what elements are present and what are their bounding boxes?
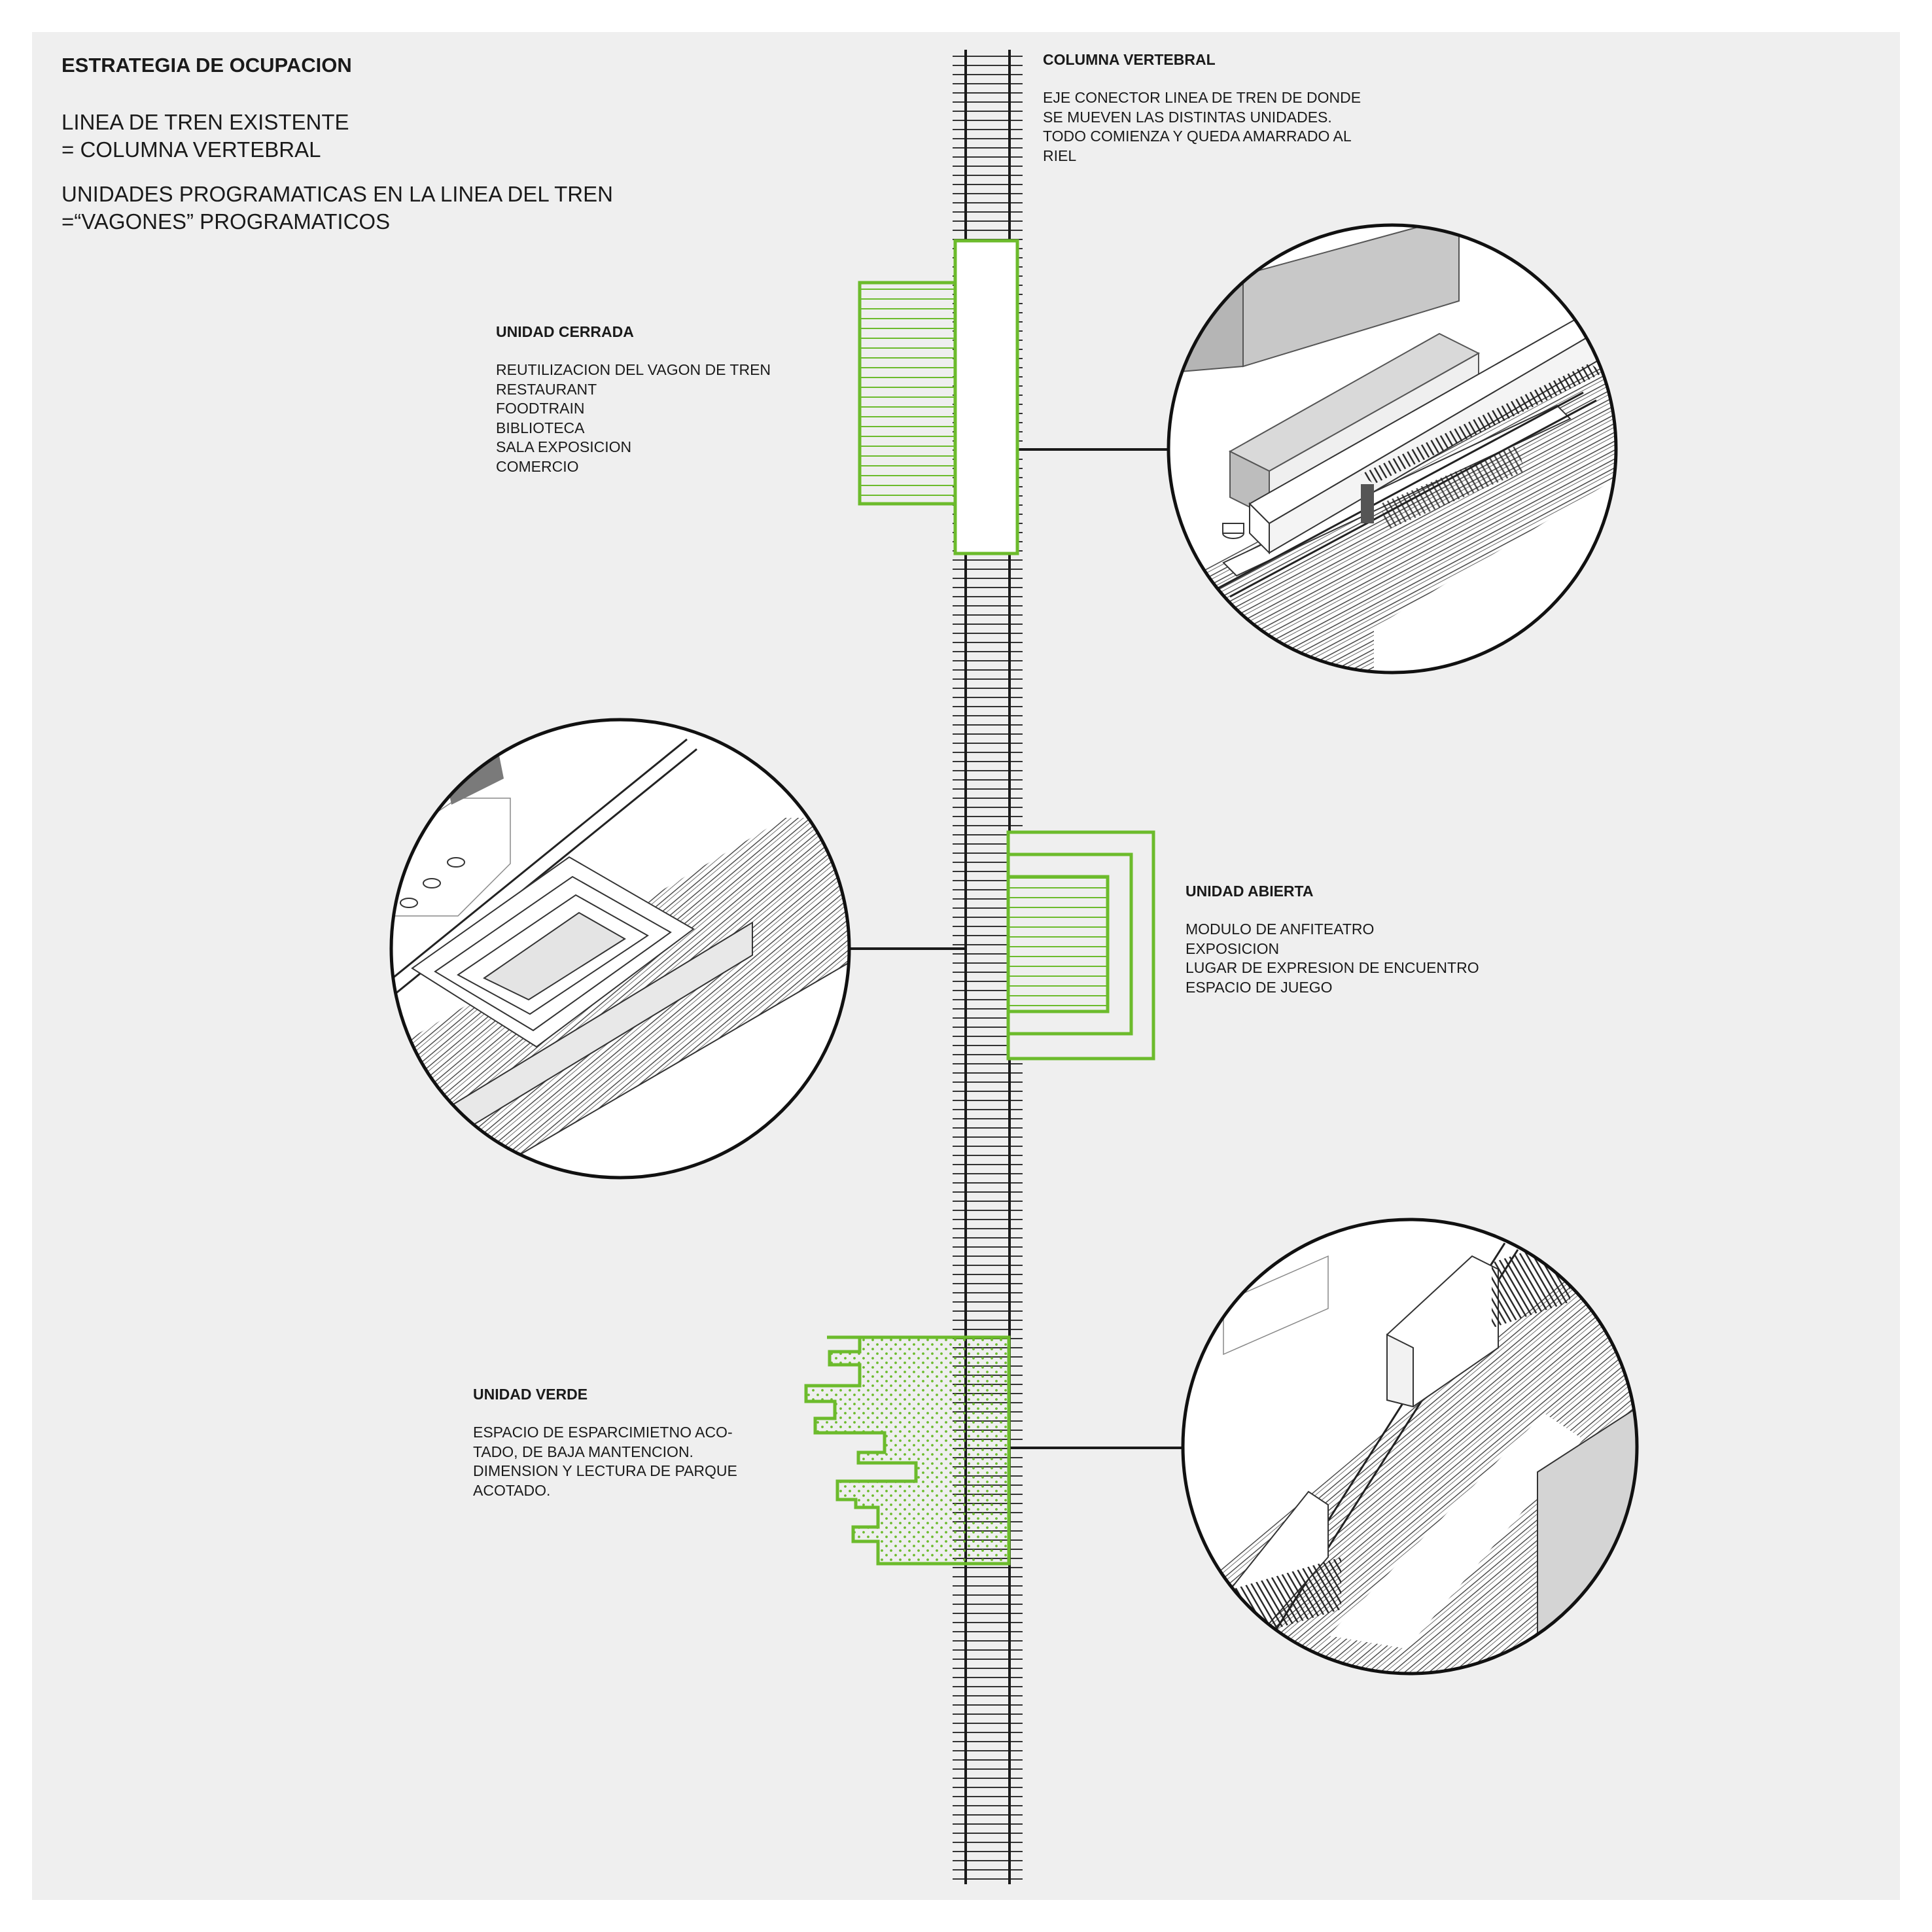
unidad-verde-symbol <box>804 1335 1011 1566</box>
columna-line: TODO COMIENZA Y QUEDA AMARRADO AL <box>1043 128 1352 145</box>
columna-heading: COLUMNA VERTEBRAL <box>1043 51 1216 68</box>
verde-heading: UNIDAD VERDE <box>473 1386 588 1403</box>
columna-line: EJE CONECTOR LINEA DE TREN DE DONDE <box>1043 89 1361 106</box>
axonometric-view-verde <box>1181 1218 1639 1676</box>
gap <box>496 341 771 360</box>
verde-item: DIMENSION Y LECTURA DE PARQUE <box>473 1462 737 1479</box>
columna-line: SE MUEVEN LAS DISTINTAS UNIDADES. <box>1043 108 1332 126</box>
verde-item: ACOTADO. <box>473 1481 551 1499</box>
abierta-item: EXPOSICION <box>1186 940 1280 957</box>
intro-text: LINEA DE TREN EXISTENTE = COLUMNA VERTEB… <box>61 109 613 236</box>
cerrada-item: SALA EXPOSICION <box>496 438 632 455</box>
intro-line-2: = COLUMNA VERTEBRAL <box>61 137 321 162</box>
unidad-verde-block: UNIDAD VERDE ESPACIO DE ESPARCIMIETNO AC… <box>473 1386 737 1500</box>
intro-gap <box>61 164 613 181</box>
unidad-abierta-symbol <box>1006 830 1155 1061</box>
intro-line-4: =“VAGONES” PROGRAMATICOS <box>61 209 391 234</box>
gap <box>1043 69 1361 88</box>
abierta-heading: UNIDAD ABIERTA <box>1186 883 1314 900</box>
unidad-cerrada-symbol <box>858 239 1019 555</box>
page-title: ESTRATEGIA DE OCUPACION <box>61 54 352 77</box>
columna-line: RIEL <box>1043 147 1077 164</box>
cerrada-item: REUTILIZACION DEL VAGON DE TREN <box>496 361 771 378</box>
abierta-item: MODULO DE ANFITEATRO <box>1186 921 1375 938</box>
verde-item: TADO, DE BAJA MANTENCION. <box>473 1443 694 1460</box>
unidad-cerrada-block: UNIDAD CERRADA REUTILIZACION DEL VAGON D… <box>496 323 771 476</box>
intro-line-1: LINEA DE TREN EXISTENTE <box>61 110 349 134</box>
columna-vertebral-block: COLUMNA VERTEBRAL EJE CONECTOR LINEA DE … <box>1043 51 1361 166</box>
axonometric-view-cerrada <box>1167 223 1618 675</box>
unidad-abierta-block: UNIDAD ABIERTA MODULO DE ANFITEATRO EXPO… <box>1186 883 1479 997</box>
cerrada-item: FOODTRAIN <box>496 400 585 417</box>
cerrada-item: RESTAURANT <box>496 380 597 398</box>
cerrada-item: BIBLIOTECA <box>496 419 585 436</box>
verde-item: ESPACIO DE ESPARCIMIETNO ACO- <box>473 1424 733 1441</box>
gap <box>473 1403 737 1423</box>
gap <box>1186 900 1479 920</box>
cerrada-item: COMERCIO <box>496 457 579 475</box>
cerrada-heading: UNIDAD CERRADA <box>496 323 634 340</box>
axonometric-view-abierta <box>389 718 851 1180</box>
abierta-item: LUGAR DE EXPRESION DE ENCUENTRO <box>1186 959 1479 976</box>
intro-line-3: UNIDADES PROGRAMATICAS EN LA LINEA DEL T… <box>61 182 613 206</box>
abierta-item: ESPACIO DE JUEGO <box>1186 978 1333 996</box>
